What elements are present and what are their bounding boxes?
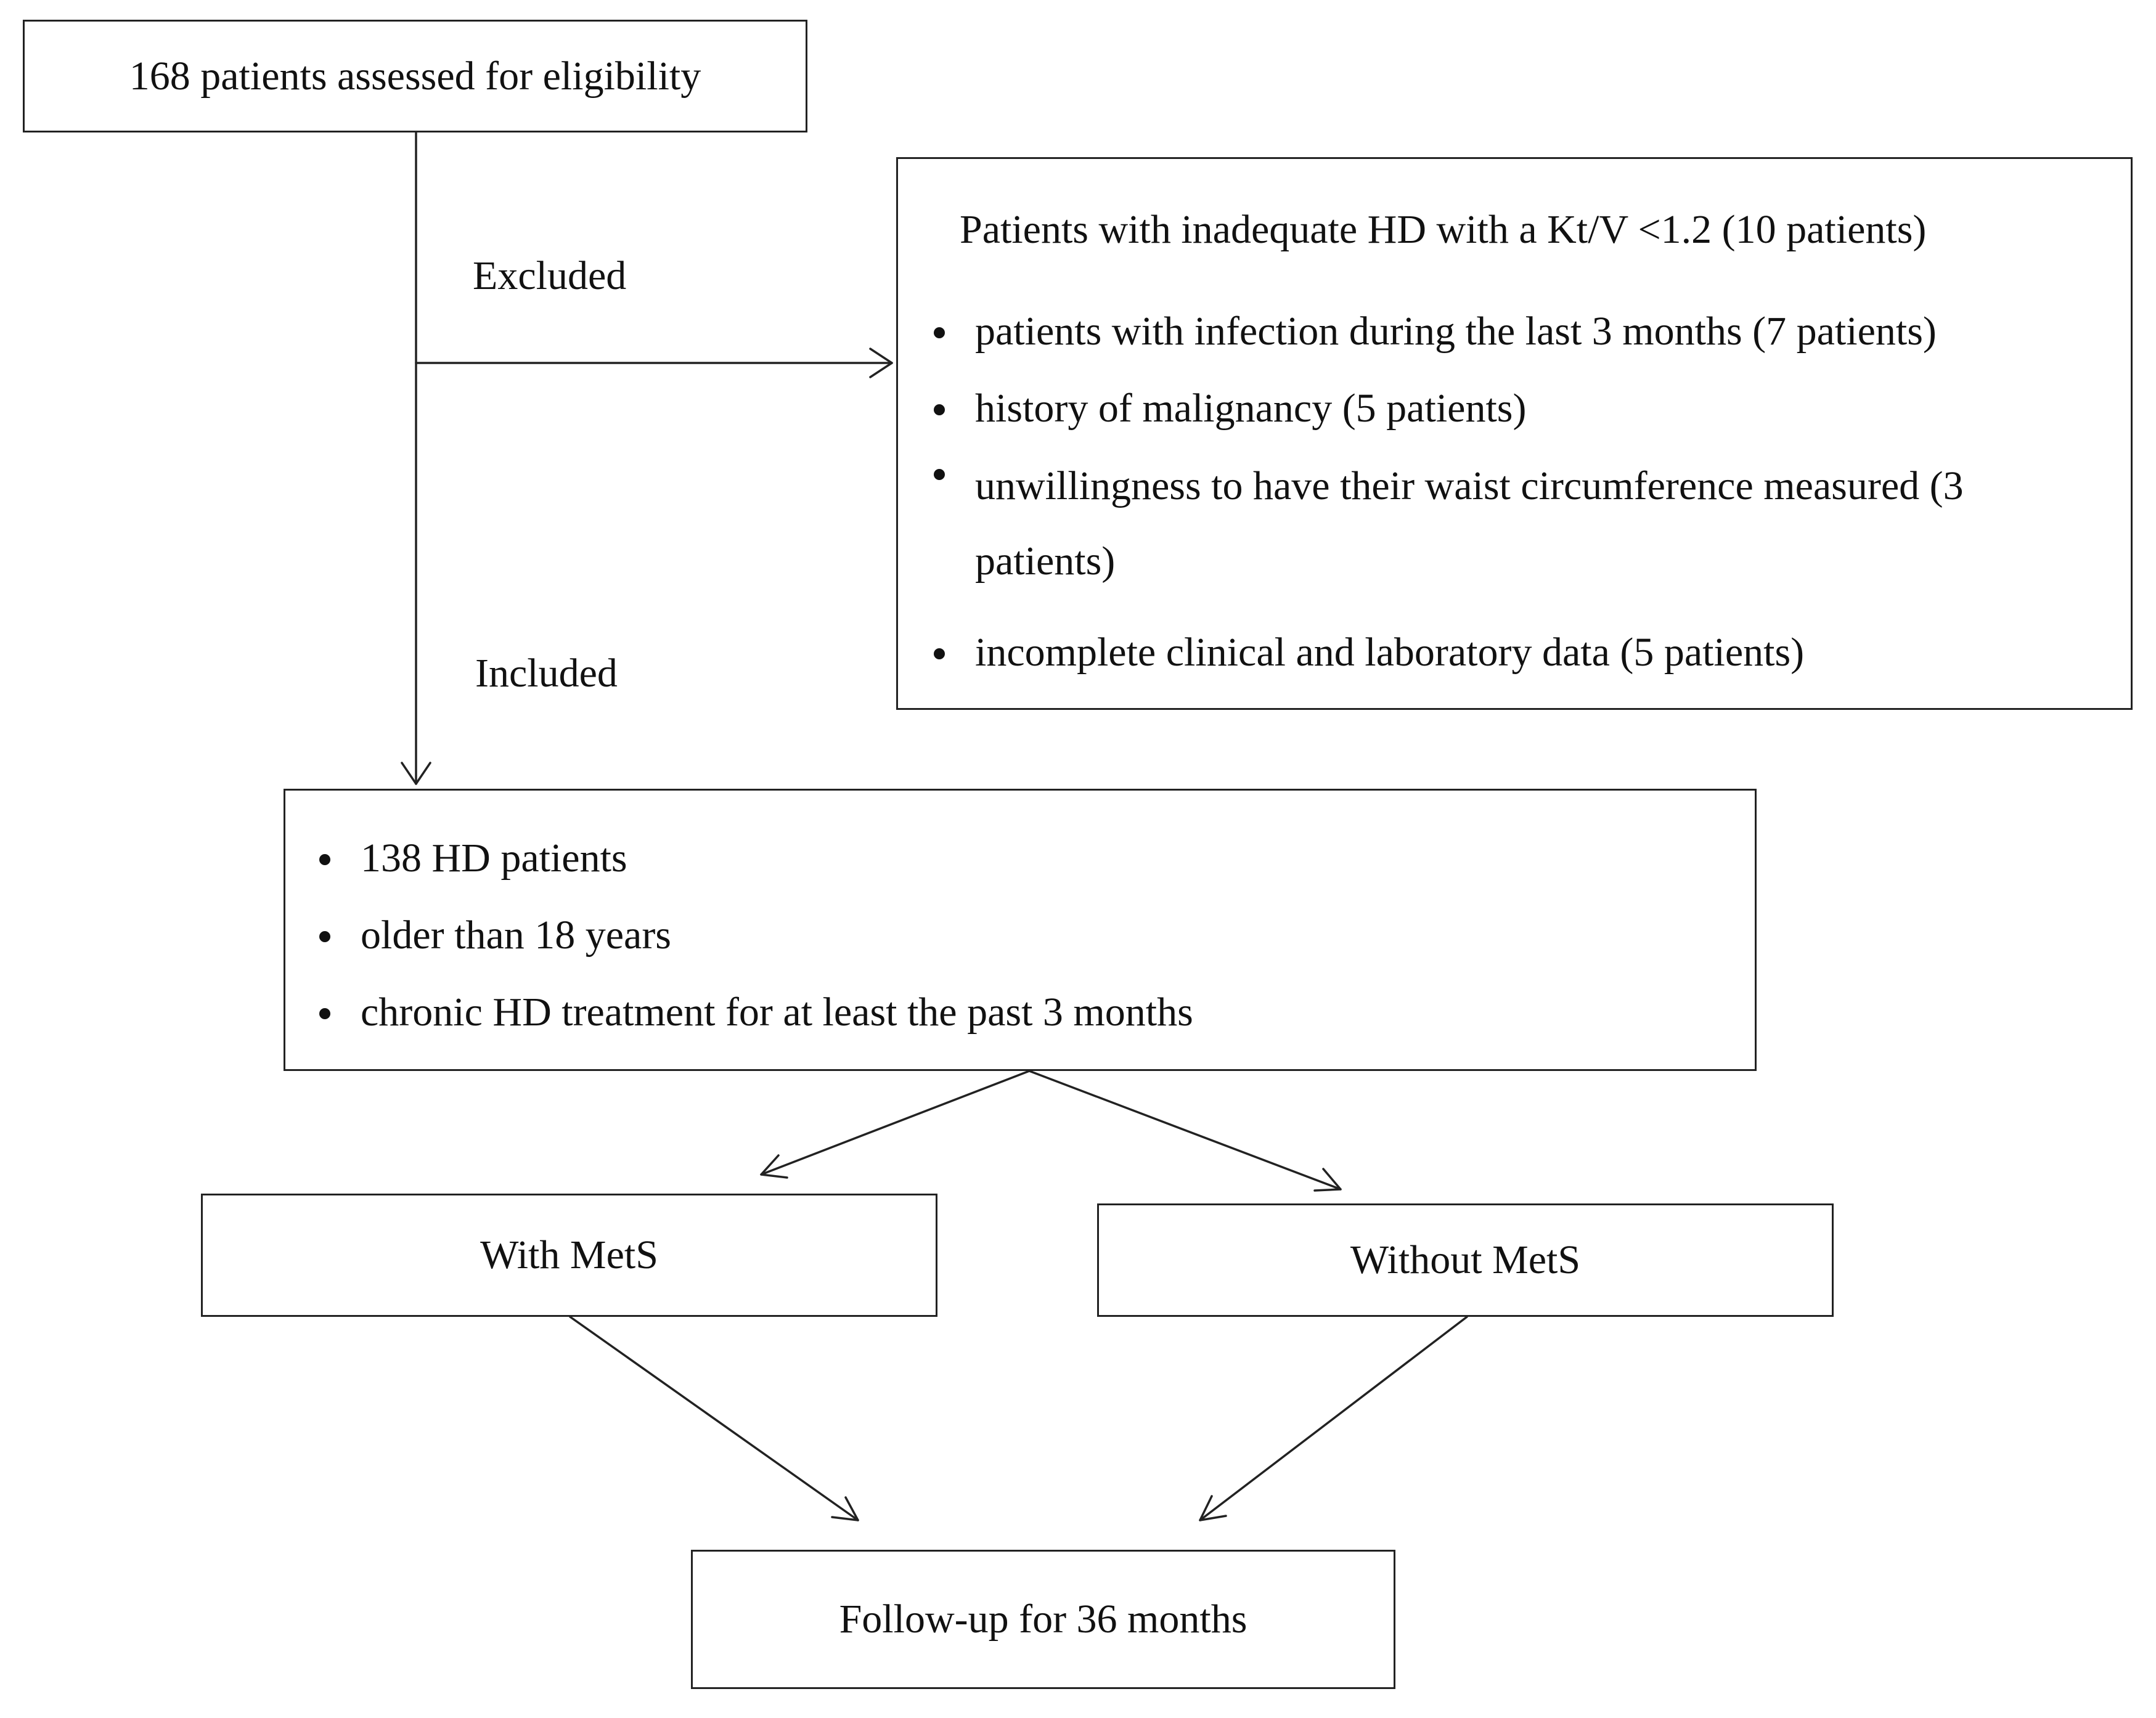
list-item: 138 HD patients [319, 834, 1193, 882]
arrowhead-with-mets-to-followup [831, 1496, 859, 1521]
screening-label: 168 patients assessed for eligibility [129, 53, 701, 99]
list-item: older than 18 years [319, 911, 1193, 959]
list-item: unwillingness to have their waist circum… [934, 449, 2093, 599]
bullet-icon [319, 931, 330, 943]
inclusion-box: 138 HD patients older than 18 years chro… [284, 789, 1757, 1071]
exclusion-heading: Patients with inadequate HD with a Kt/V … [960, 207, 1927, 252]
list-item: patients with infection during the last … [934, 307, 2123, 356]
arrowhead-without-mets-to-followup [1199, 1495, 1227, 1521]
bullet-icon [934, 469, 945, 481]
connector-without-mets-to-followup [1199, 1316, 1468, 1521]
followup-label: Follow-up for 36 months [839, 1597, 1247, 1642]
connector-to-without-mets [1028, 1070, 1342, 1191]
list-item: chronic HD treatment for at least the pa… [319, 988, 1193, 1036]
bullet-icon [934, 404, 945, 416]
arrowhead-to-with-mets [760, 1154, 788, 1179]
screening-box: 168 patients assessed for eligibility [23, 20, 807, 132]
exclusion-box: Patients with inadequate HD with a Kt/V … [896, 157, 2133, 710]
included-label: Included [475, 651, 618, 696]
bullet-icon [319, 1008, 330, 1020]
without-mets-box: Without MetS [1097, 1203, 1834, 1317]
arrowhead-to-excluded [869, 348, 893, 378]
bullet-icon [319, 854, 330, 865]
list-item: incomplete clinical and laboratory data … [934, 628, 2123, 677]
connector-to-with-mets [760, 1070, 1031, 1176]
bullet-icon [934, 327, 945, 338]
list-item: history of malignancy (5 patients) [934, 384, 2123, 433]
exclusion-list: patients with infection during the last … [934, 307, 2123, 705]
inclusion-list: 138 HD patients older than 18 years chro… [319, 834, 1193, 1065]
excluded-label: Excluded [473, 253, 627, 298]
arrowhead-to-without-mets [1313, 1168, 1342, 1192]
arrowhead-to-included [401, 762, 431, 785]
bullet-icon [934, 648, 945, 659]
connector-with-mets-to-followup [569, 1316, 859, 1521]
with-mets-label: With MetS [480, 1232, 658, 1277]
followup-box: Follow-up for 36 months [691, 1550, 1395, 1689]
without-mets-label: Without MetS [1350, 1237, 1581, 1282]
with-mets-box: With MetS [201, 1194, 937, 1317]
